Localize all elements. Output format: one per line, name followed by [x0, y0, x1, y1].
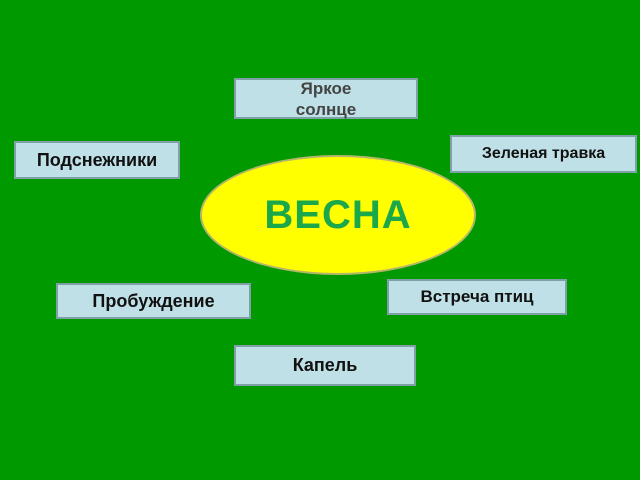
center-label: ВЕСНА: [264, 192, 412, 237]
item-green-grass: Зеленая травка: [450, 135, 637, 173]
item-drip: Капель: [234, 345, 416, 386]
item-bright-sun: Яркое солнце: [234, 78, 418, 119]
item-awakening: Пробуждение: [56, 283, 251, 319]
item-label: Пробуждение: [92, 290, 215, 311]
item-birds-meeting: Встреча птиц: [387, 279, 567, 315]
item-label: Подснежники: [36, 149, 158, 170]
item-label: Яркое солнце: [295, 78, 357, 119]
item-label: Зеленая травка: [481, 145, 606, 162]
item-snowdrops: Подснежники: [14, 141, 180, 179]
center-ellipse: ВЕСНА: [200, 155, 476, 275]
item-label: Встреча птиц: [420, 287, 534, 306]
item-label: Капель: [292, 355, 358, 375]
